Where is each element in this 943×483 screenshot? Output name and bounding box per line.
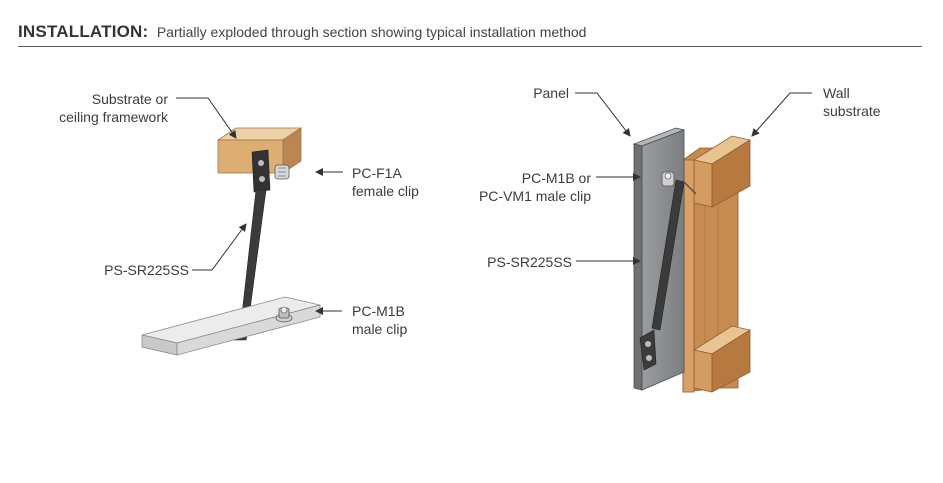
substrate-label: Substrate or ceiling framework	[59, 90, 168, 126]
female-clip-label: PC-F1A female clip	[352, 164, 419, 200]
substrate-label-line1: Substrate or	[91, 91, 168, 107]
right-clip-label-line2: PC-VM1 male clip	[478, 188, 591, 204]
female-clip-label-line2: female clip	[352, 183, 419, 199]
leader-lines-left	[176, 97, 343, 315]
male-clip-label: PC-M1B male clip	[352, 302, 407, 338]
right-clip-label: PC-M1B or PC-VM1 male clip	[479, 169, 591, 205]
male-clip-label-line2: male clip	[352, 321, 408, 337]
male-clip-label-line1: PC-M1B	[352, 303, 405, 319]
leader-lines-right	[575, 92, 812, 265]
male-clip-part-right	[661, 171, 675, 187]
right-clip-label-line1: PC-M1B or	[521, 170, 591, 186]
female-clip-label-line1: PC-F1A	[352, 165, 402, 181]
header-subtitle: Partially exploded through section showi…	[156, 24, 587, 40]
base-panel-left	[141, 296, 321, 356]
panel-label: Panel	[533, 84, 569, 102]
header-title: INSTALLATION:	[18, 22, 149, 41]
substrate-label-line2: ceiling framework	[59, 109, 168, 125]
wall-label-line2: substrate	[823, 103, 881, 119]
section-header: INSTALLATION: Partially exploded through…	[18, 22, 922, 47]
wall-label-line1: Wall	[823, 85, 850, 101]
strap-label-right-text: PS-SR225SS	[487, 254, 572, 270]
panel-label-text: Panel	[533, 85, 569, 101]
strap-label-left-text: PS-SR225SS	[104, 262, 189, 278]
strap-label-left: PS-SR225SS	[104, 261, 189, 279]
strap-label-right: PS-SR225SS	[487, 253, 572, 271]
male-clip-part-left	[275, 306, 293, 323]
wall-substrate-block	[682, 135, 752, 393]
wall-substrate-label: Wall substrate	[823, 84, 881, 120]
female-clip-part	[274, 164, 290, 180]
support-strap-right	[639, 179, 697, 371]
